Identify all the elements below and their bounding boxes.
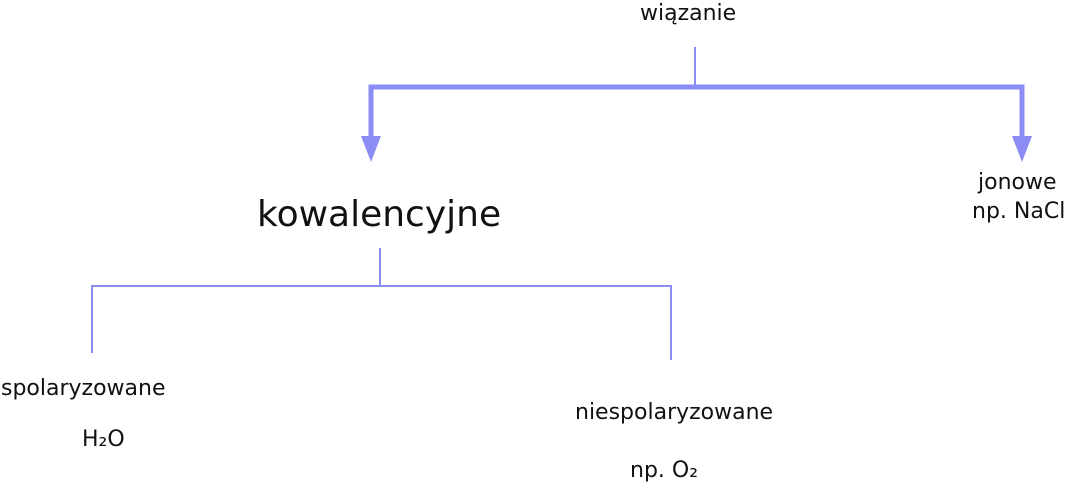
arrow-to-covalent-icon (361, 136, 381, 162)
top-bracket-line (368, 84, 1025, 138)
root-label: wiązanie (640, 1, 737, 26)
arrow-to-ionic-icon (1012, 136, 1032, 162)
polar-example-label: H₂O (82, 427, 125, 452)
ionic-label: jonowe (978, 170, 1057, 195)
covalent-label: kowalencyjne (257, 194, 502, 235)
nonpolar-example-label: np. O₂ (630, 458, 699, 483)
ionic-example-label: np. NaCl (972, 199, 1066, 224)
nonpolar-label: niespolaryzowane (575, 400, 774, 425)
polar-label: spolaryzowane (1, 376, 166, 401)
bottom-bracket-line (91, 285, 672, 360)
